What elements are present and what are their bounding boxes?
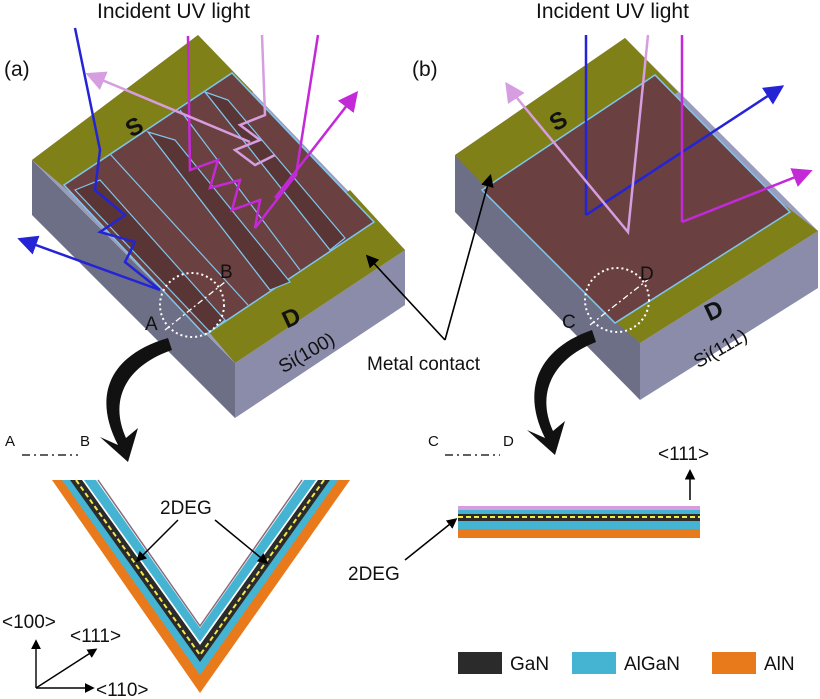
panel-b-uv-rays — [505, 34, 813, 236]
panel-b-section-start: C — [428, 433, 439, 450]
panel-a-device: S D Si(100) A B — [32, 35, 405, 418]
panel-a-v-cross-section — [52, 479, 350, 693]
panel-a-ray-pink — [232, 34, 276, 167]
panel-b-substrate-right-face — [640, 231, 818, 400]
legend: GaN AlGaN AlN — [458, 652, 795, 675]
legend-swatch-algan — [572, 652, 616, 674]
panel-a-point-a: A — [145, 314, 158, 335]
panel-a-substrate-right-face — [235, 250, 405, 418]
panel-b-section-end: D — [503, 433, 514, 450]
panel-a-section-end: B — [80, 433, 90, 450]
panel-a-2deg-label: 2DEG — [160, 498, 212, 519]
legend-swatch-aln — [712, 652, 756, 674]
panel-b-zoom-arrow — [527, 330, 596, 455]
panel-a-ray-blue — [73, 27, 161, 291]
panel-b-point-d: D — [640, 264, 654, 285]
panel-a-v-grooves — [73, 90, 346, 333]
legend-swatch-gan — [458, 652, 502, 674]
metal-contact-label: Metal contact — [367, 354, 481, 375]
panel-b-2deg-label: 2DEG — [348, 564, 400, 585]
panel-b-device: S D Si(111) C D — [455, 38, 818, 400]
panel-b-ray-magenta-exit — [681, 168, 813, 224]
panel-a-point-b: B — [220, 262, 233, 283]
panel-a-ray-pink-exit — [85, 71, 251, 144]
legend-label-algan: AlGaN — [624, 654, 680, 675]
flat-layer-aln — [458, 529, 700, 538]
panel-a-source-contact — [32, 35, 253, 205]
panel-b-source-contact — [455, 38, 678, 203]
panel-a-section-line — [164, 281, 226, 331]
panel-b-ray-pink-head — [505, 81, 525, 105]
panel-a-uv-rays — [17, 27, 359, 292]
panel-b-direction-111: <111> — [658, 444, 709, 465]
panel-a-ray-magenta-exit — [274, 91, 359, 199]
legend-label-aln: AlN — [764, 654, 795, 675]
panel-a-inspection-circle — [159, 272, 225, 338]
panel-b-section-line — [589, 277, 651, 326]
flat-layer-pink — [458, 506, 700, 510]
panel-a-section-start: A — [5, 433, 15, 450]
panel-a-label: (a) — [4, 58, 30, 81]
panel-a-substrate-left-face — [32, 160, 235, 418]
panel-b-channel — [480, 74, 792, 324]
panel-b-label: (b) — [412, 58, 438, 81]
axis-label-110: <110> — [96, 680, 148, 699]
metal-contact-callout: Metal contact — [365, 173, 494, 375]
panel-b-flat-cross-section — [458, 506, 700, 538]
flat-layer-algan-top — [458, 510, 700, 514]
axis-label-111: <111> — [70, 626, 121, 647]
panel-b-point-c: C — [562, 312, 576, 333]
panel-b-title: Incident UV light — [536, 0, 689, 23]
axis-label-100: <100> — [2, 612, 56, 633]
crystal-axes — [31, 639, 98, 693]
panel-a-title: Incident UV light — [97, 0, 250, 23]
panel-b-inspection-circle — [584, 267, 650, 333]
legend-label-gan: GaN — [510, 654, 549, 675]
panel-b-ray-pink — [511, 34, 650, 236]
panel-a-ray-blue-exit — [17, 235, 161, 292]
flat-layer-algan — [458, 521, 700, 529]
v-layer-top — [84, 480, 316, 642]
panel-a-zoom-arrow — [100, 338, 172, 462]
panel-a-ray-magenta — [186, 34, 320, 229]
